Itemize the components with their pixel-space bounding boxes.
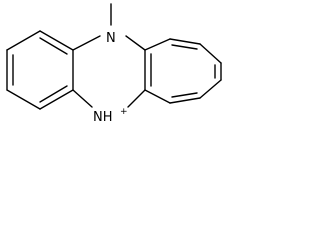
benzene-ring xyxy=(6,30,74,110)
bond xyxy=(199,43,222,64)
bond xyxy=(144,89,171,104)
bond xyxy=(125,35,146,51)
bond xyxy=(199,79,222,99)
bond xyxy=(169,38,201,45)
double-bond-inner xyxy=(39,37,68,55)
cycloheptatriene-ring xyxy=(144,38,222,104)
double-bond-inner xyxy=(171,44,198,50)
double-bond-inner xyxy=(171,92,198,98)
central-ring xyxy=(72,35,152,108)
bond xyxy=(6,30,41,51)
nitrogen-h-label: NH xyxy=(93,110,113,125)
nitrogen-methyl-label: N xyxy=(106,31,116,46)
bond xyxy=(39,30,74,51)
positive-charge-label: + xyxy=(120,107,128,117)
bond xyxy=(72,89,93,108)
bond xyxy=(72,35,101,51)
bond xyxy=(144,38,171,51)
bond xyxy=(39,89,74,110)
double-bond-inner xyxy=(39,85,68,103)
bond xyxy=(169,97,201,104)
chemical-structure: N NH + xyxy=(6,3,222,125)
bond xyxy=(127,89,146,108)
bond xyxy=(6,89,41,110)
